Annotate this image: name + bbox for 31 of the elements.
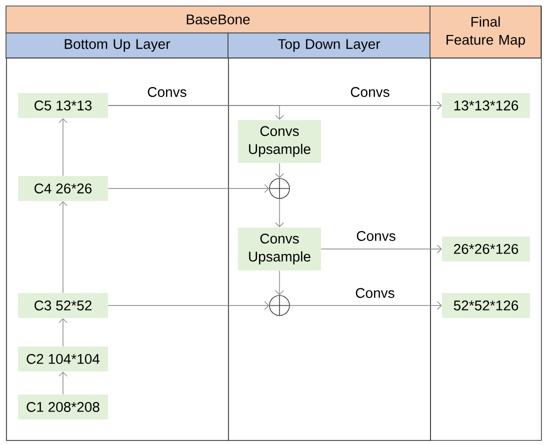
header-cell: Top Down Layer <box>228 32 430 59</box>
feature-box: C2 104*104 <box>18 346 108 372</box>
feature-box: 13*13*126 <box>442 93 530 118</box>
arrow <box>108 105 284 120</box>
arrow <box>275 270 284 296</box>
arrow <box>108 184 270 193</box>
feature-box: C1 208*208 <box>18 394 108 420</box>
plus-circle <box>269 295 290 316</box>
arrow <box>275 162 284 178</box>
arrow <box>58 318 68 347</box>
header-cell: Bottom Up Layer <box>6 32 228 59</box>
arrow <box>108 301 270 310</box>
feature-box: C5 13*13 <box>18 93 108 118</box>
feature-box: C3 52*52 <box>18 293 108 318</box>
header-cell: Final Feature Map <box>430 6 542 59</box>
process-box: Convs Upsample <box>238 228 321 270</box>
arrow <box>58 118 68 176</box>
edge-label: Convs <box>146 86 188 98</box>
arrow <box>290 301 442 310</box>
arrow <box>58 201 68 294</box>
edge-label: Convs <box>355 230 397 242</box>
feature-box: 52*52*126 <box>442 293 530 318</box>
feature-box: 26*26*126 <box>442 236 530 262</box>
process-box: Convs Upsample <box>238 120 321 163</box>
arrow <box>320 244 442 254</box>
plus-circle <box>269 178 290 199</box>
feature-box: C4 26*26 <box>18 176 108 201</box>
edge-label: Convs <box>354 287 396 299</box>
arrow <box>58 372 68 395</box>
edge-label: Convs <box>349 86 391 98</box>
arrow <box>275 198 284 228</box>
